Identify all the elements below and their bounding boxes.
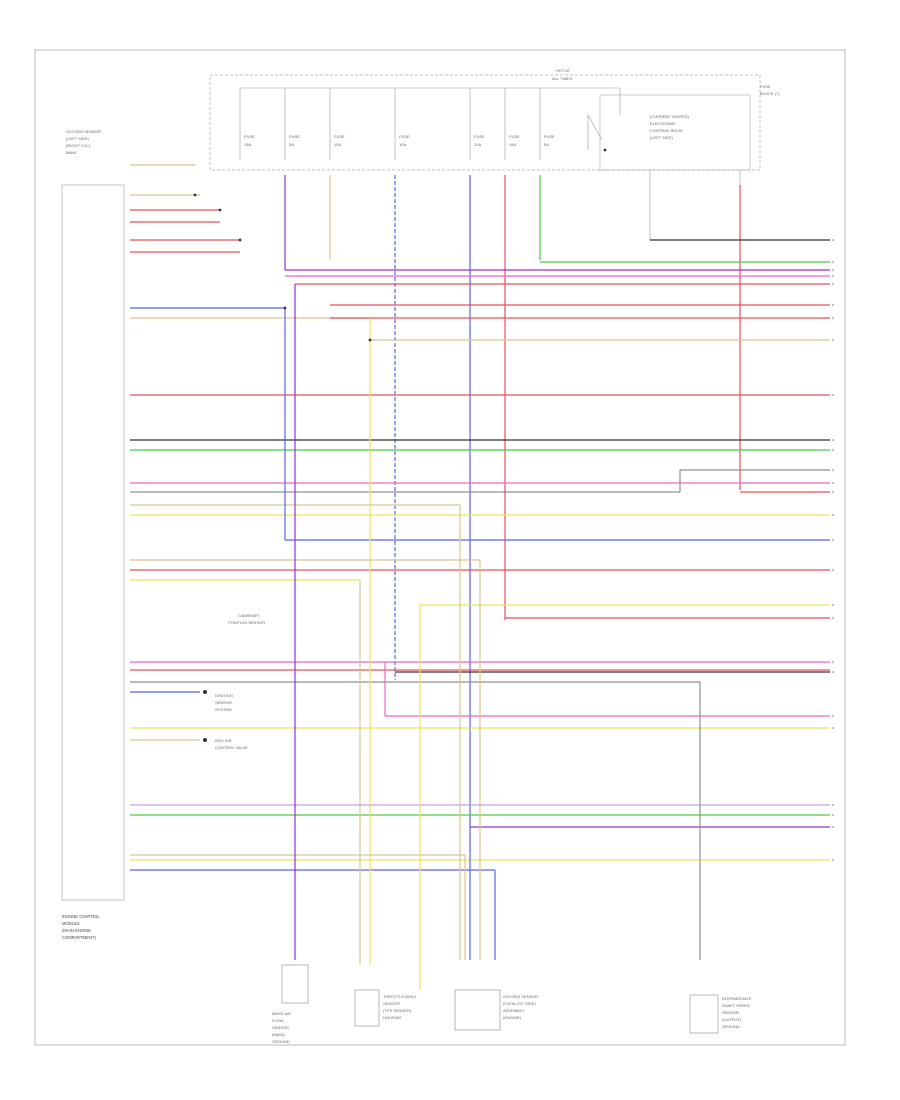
- sensor-a-connector-icon: [203, 690, 207, 694]
- bottom-comp-2-line-2: SENSOR: [383, 1001, 400, 1006]
- fuse-drops: [239, 88, 541, 160]
- bottom-comp-1-line-3: SENSOR: [272, 1025, 289, 1030]
- bottom-comp-2-line-3: (TPS SENSOR): [383, 1008, 412, 1013]
- relay-block-label-2: BLOCK (?): [760, 91, 780, 96]
- ecm-label-3: (MAIN ENGINE: [62, 928, 91, 933]
- left-component-label-2: (LEFT SIDE): [66, 136, 89, 141]
- top-labels: HOT AT ALL TIMES FUSE BLOCK (?) (CURRENT…: [66, 68, 780, 155]
- sensor-a-label-1: IGNITION: [215, 693, 233, 698]
- left-component-label-1: OXYGEN SENSOR: [66, 129, 101, 134]
- fuse-label-3: FUSE: [334, 134, 345, 139]
- sensor-a-label-3: SYSTEM: [215, 707, 231, 712]
- fuse-block-label-1: HOT AT: [556, 68, 571, 73]
- ecm-module-box: [61, 184, 125, 901]
- relay-block-label-1: FUSE: [760, 84, 771, 89]
- fuse-block-box: [209, 74, 761, 171]
- splice-dots: [193, 148, 607, 342]
- bottom-components: [281, 964, 719, 1034]
- fuse-label-5: FUSE: [474, 134, 485, 139]
- relay-box-label-4: (LEFT SIDE): [650, 135, 673, 140]
- bottom-comp-2-line-4: HOUSING: [383, 1015, 402, 1020]
- bottom-comp-4-line-4: (OUTPUT): [722, 1017, 742, 1022]
- fuse-value-4: 10A: [399, 142, 406, 147]
- relay-box-label-1: (CURRENT LIMITED): [650, 114, 690, 119]
- bottom-comp-4-line-1: INTERMEDIATE: [722, 996, 752, 1001]
- fuse-label-6: FUSE: [509, 134, 520, 139]
- bottom-comp-4-line-5: GROUND: [722, 1024, 740, 1029]
- bottom-comp-1-line-1: MASS AIR: [272, 1011, 291, 1016]
- mid-labels: CAMSHAFT POSITION SENSOR IGNITION SENSOR…: [203, 613, 265, 750]
- bottom-comp-3-line-2: (CATALYST SIDE): [503, 1001, 536, 1006]
- bottom-comp-1-line-4: (MAIN): [272, 1032, 285, 1037]
- vertical-wires-top: [284, 175, 741, 830]
- component-box-3: [454, 989, 501, 1031]
- left-component-label-3: (RIGHT CYL): [66, 143, 91, 148]
- ecm-label: ENGINE CONTROL MODULE (MAIN ENGINE COMPA…: [62, 914, 100, 940]
- component-box-1: [281, 964, 309, 1004]
- left-component-label-4: BANK: [66, 150, 77, 155]
- bottom-comp-3-line-3: ASSEMBLY: [503, 1008, 525, 1013]
- relay-box-label-3: CONTROL RELAY: [650, 128, 684, 133]
- bottom-comp-3-line-1: OXYGEN SENSOR: [503, 994, 538, 999]
- fuse-label-2: FUSE: [289, 134, 300, 139]
- component-box-2: [354, 989, 380, 1027]
- diagram-frame: [34, 49, 846, 1046]
- sensor-b-connector-icon: [203, 738, 207, 742]
- relay-box: [599, 94, 751, 171]
- relay-box-label-2: ELECTRONIC: [650, 121, 676, 126]
- fuse-labels: FUSE 15A FUSE 5A FUSE 15A FUSE 10A FUSE …: [244, 134, 555, 147]
- bottom-comp-1-line-2: FLOW: [272, 1018, 284, 1023]
- fuse-block-label-2: ALL TIMES: [552, 76, 573, 81]
- vertical-wires-bottom: [284, 284, 701, 990]
- ecm-label-2: MODULE: [62, 921, 80, 926]
- bottom-comp-2-line-1: THROTTLE BODY: [383, 994, 417, 999]
- sensor-b-label-2: CONTROL VALVE: [215, 745, 248, 750]
- ecm-label-1: ENGINE CONTROL: [62, 914, 100, 919]
- component-box-4: [689, 994, 719, 1034]
- fuse-value-7: 5A: [544, 142, 549, 147]
- fuse-value-6: 15A: [509, 142, 516, 147]
- ecm-label-4: COMPARTMENT): [62, 935, 96, 940]
- bottom-comp-1-line-5: GROUND: [272, 1039, 290, 1044]
- relay-switch-symbol: [587, 88, 741, 240]
- right-edge-terminals: [832, 239, 834, 861]
- fuse-value-5: 10A: [474, 142, 481, 147]
- fuse-value-2: 5A: [289, 142, 294, 147]
- bottom-comp-3-line-4: (ENGINE): [503, 1015, 522, 1020]
- sensor-b-label-1: IDLE AIR: [215, 738, 232, 743]
- fuse-value-3: 15A: [334, 142, 341, 147]
- fuse-label-1: FUSE: [244, 134, 255, 139]
- fuse-label-7: FUSE: [544, 134, 555, 139]
- bottom-component-labels: MASS AIR FLOW SENSOR (MAIN) GROUND THROT…: [272, 994, 752, 1044]
- fuse-label-4: FUSE: [399, 134, 410, 139]
- fuse-value-1: 15A: [244, 142, 251, 147]
- sensor-a-label-2: SENSOR: [215, 700, 232, 705]
- bottom-comp-4-line-2: SHAFT SPEED: [722, 1003, 750, 1008]
- position-sensor-label-2: POSITION SENSOR: [228, 620, 265, 625]
- position-sensor-label-1: CAMSHAFT: [238, 613, 261, 618]
- bottom-comp-4-line-3: SENSOR: [722, 1010, 739, 1015]
